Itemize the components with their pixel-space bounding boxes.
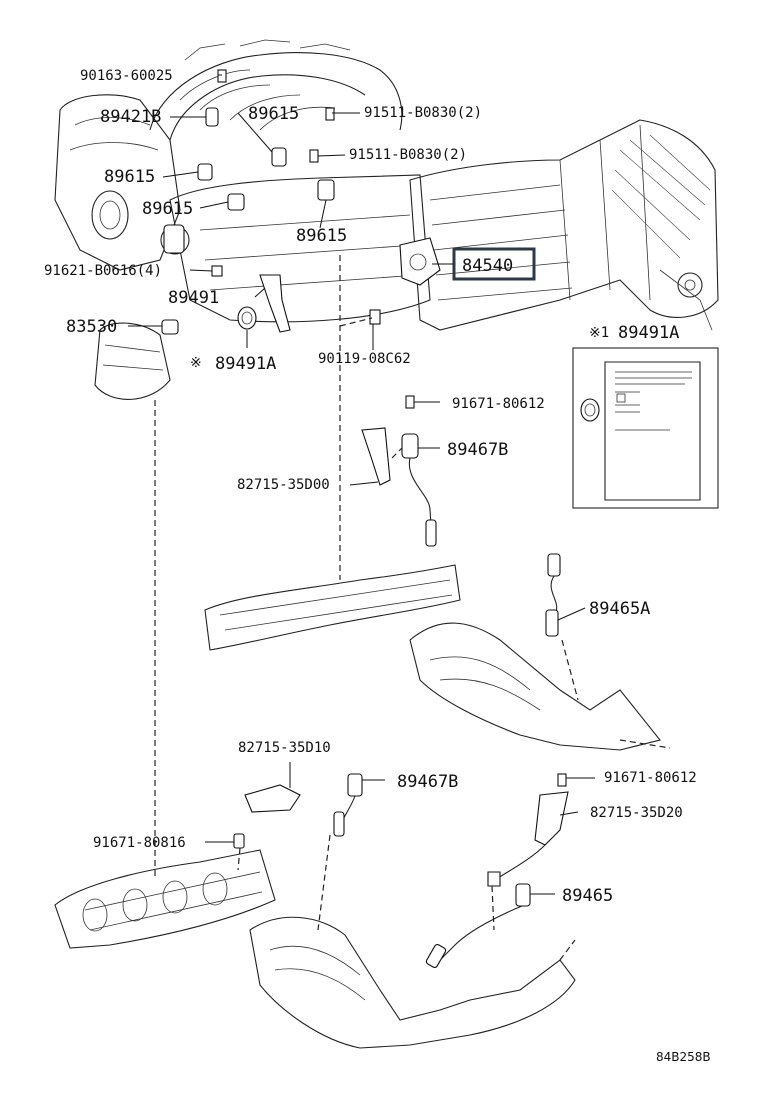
engine-sensors — [161, 69, 441, 335]
label-89491a-box: 89491A — [618, 323, 679, 343]
label-89615-b: 89615 — [104, 167, 155, 187]
right-exhaust-manifold — [204, 564, 671, 751]
label-89465: 89465 — [562, 886, 613, 906]
label-82715-35d20: 82715-35D20 — [590, 805, 683, 821]
label-89465a: 89465A — [589, 599, 650, 619]
label-91511-b0830-a: 91511-B0830(2) — [364, 105, 482, 121]
label-89491a-star: ※ — [190, 355, 202, 371]
label-89467b-a: 89467B — [447, 440, 508, 460]
label-83530: 83530 — [66, 317, 117, 337]
label-89467b-b: 89467B — [397, 772, 458, 792]
label-89615-c: 89615 — [142, 199, 193, 219]
label-89491a: 89491A — [215, 354, 276, 374]
assembly-guide-lines — [154, 255, 579, 931]
label-90163-60025: 90163-60025 — [80, 68, 173, 84]
diagram-code: 84B258B — [656, 1050, 711, 1064]
leader-lines — [128, 74, 595, 895]
label-91621-b0616: 91621-B0616(4) — [44, 263, 162, 279]
label-82715-35d00: 82715-35D00 — [237, 477, 330, 493]
part-labels: 90163-60025 89421B 89615 91511-B0830(2) … — [44, 68, 711, 1064]
label-91671-80612-b: 91671-80612 — [604, 770, 697, 786]
upper-o2-sensors — [361, 395, 561, 637]
label-91671-80816: 91671-80816 — [93, 835, 186, 851]
label-89491: 89491 — [168, 288, 219, 308]
label-82715-35d10: 82715-35D10 — [238, 740, 331, 756]
label-89615-d: 89615 — [296, 226, 347, 246]
label-91671-80612-a: 91671-80612 — [452, 396, 545, 412]
label-84540: 84540 — [462, 256, 513, 276]
label-89615-a: 89615 — [248, 104, 299, 124]
label-91511-b0830-b: 91511-B0830(2) — [349, 147, 467, 163]
label-89491a-box-star: ※1 — [589, 325, 609, 341]
label-90119-08c62: 90119-08C62 — [318, 351, 411, 367]
lower-o2-sensors — [233, 773, 569, 968]
label-note-box — [572, 347, 719, 509]
label-89421b: 89421B — [100, 107, 161, 127]
engine-assembly — [54, 39, 431, 400]
transmission-assembly — [409, 119, 719, 331]
left-exhaust-manifold — [54, 849, 576, 1049]
highlight-box-84540 — [452, 247, 536, 281]
